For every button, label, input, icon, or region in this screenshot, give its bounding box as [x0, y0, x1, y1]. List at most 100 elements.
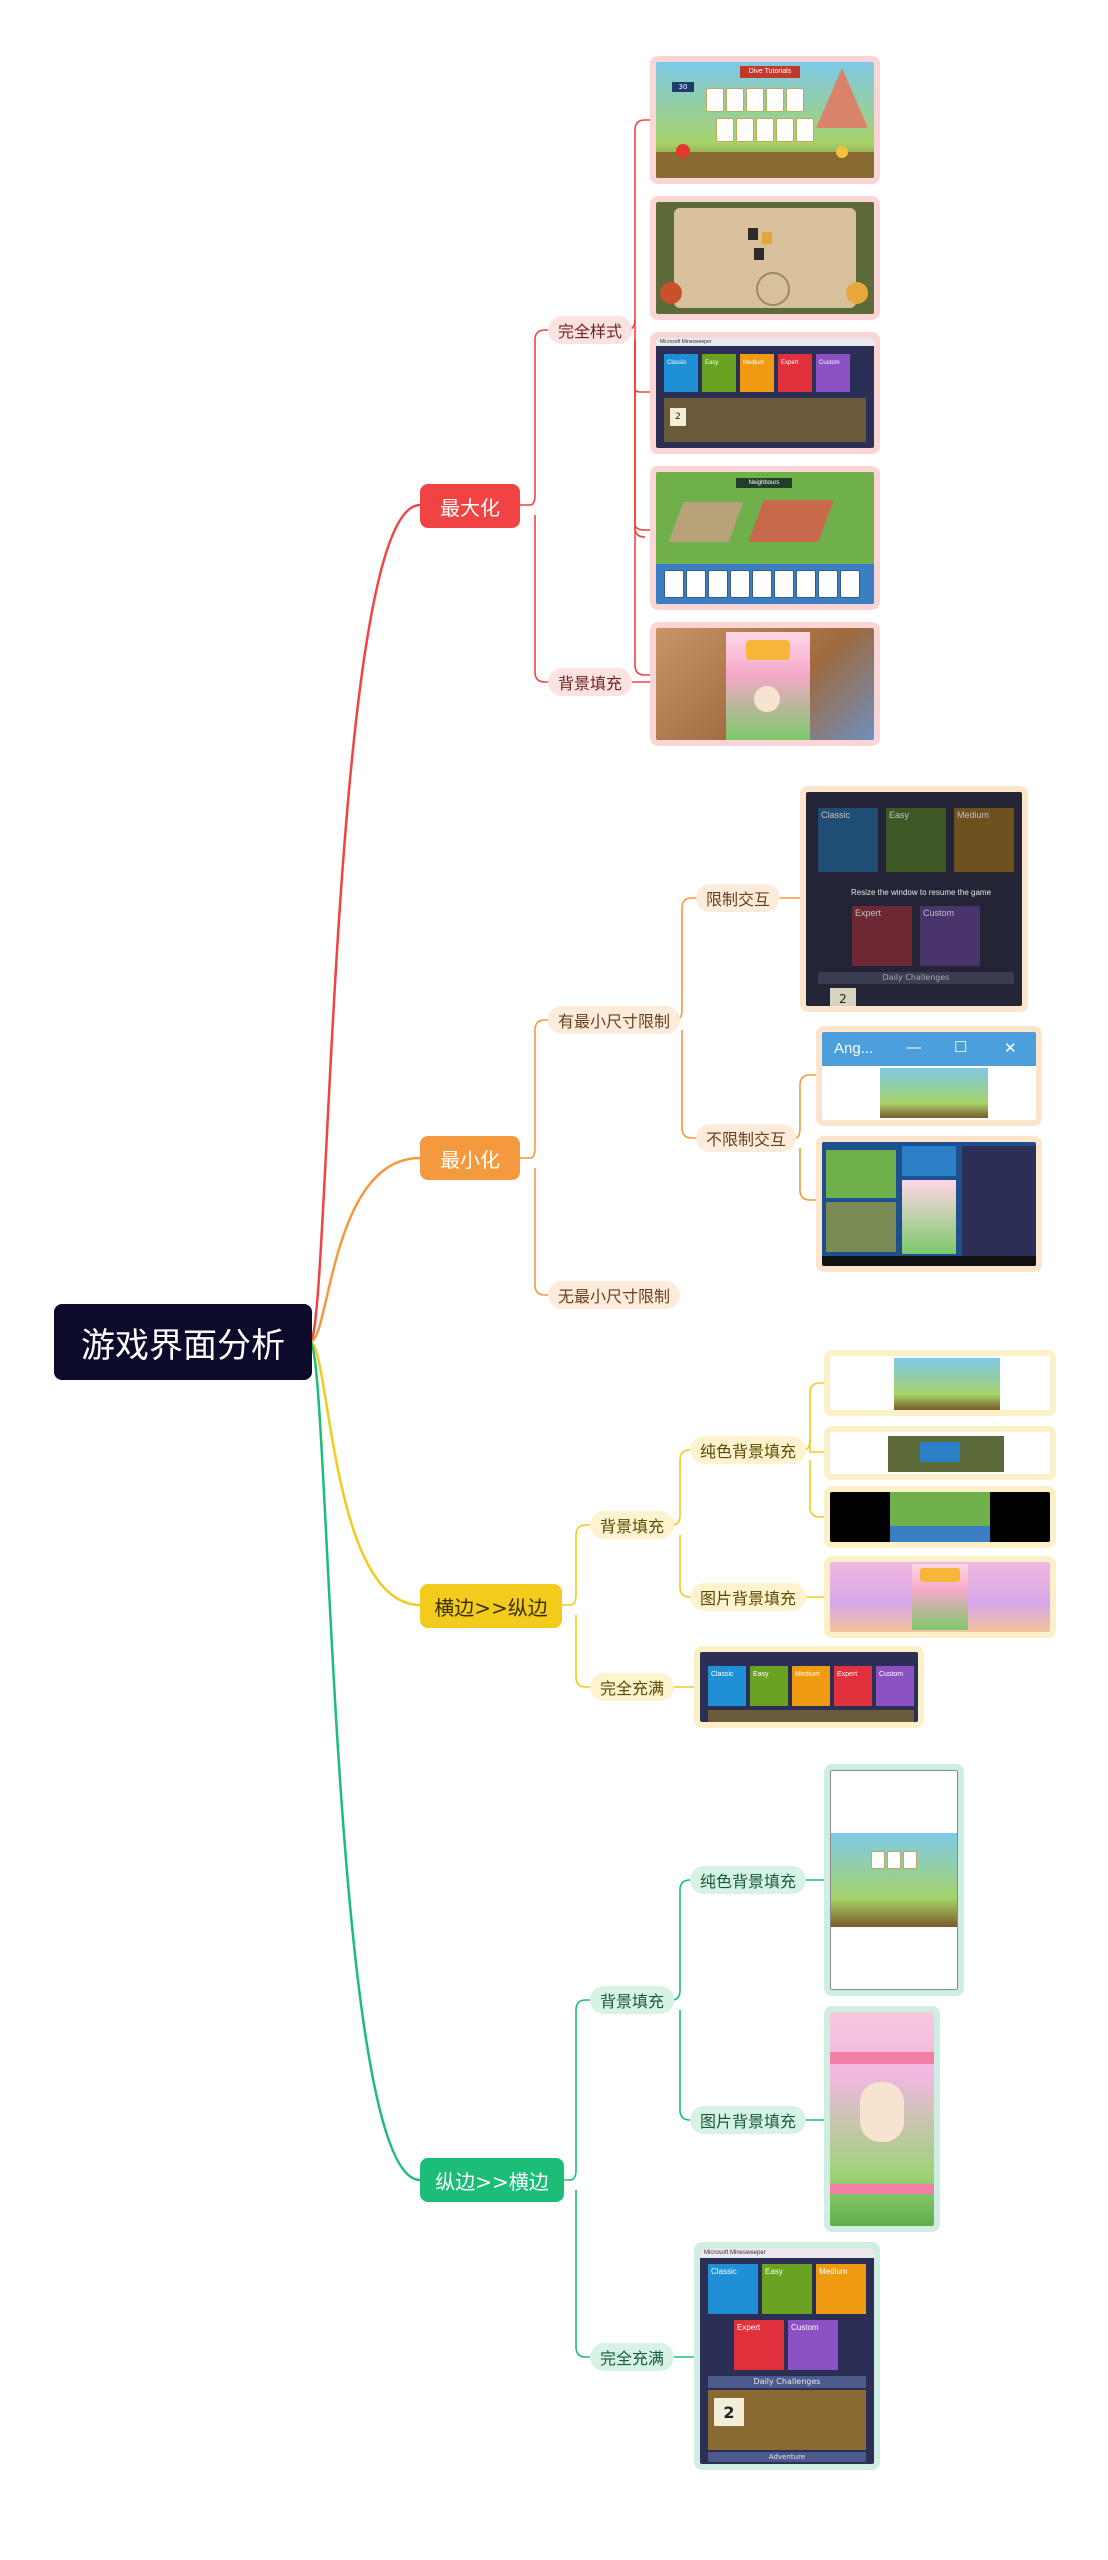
topic-no-limit-interaction-label: 不限制交互	[706, 1130, 787, 1149]
card[interactable]	[706, 88, 724, 112]
screenshot-l2p-solid-white-2[interactable]	[824, 1426, 1056, 1480]
branch-landscape-to-portrait-label: 横边>>纵边	[434, 1595, 548, 1620]
calendar-icon: 2	[830, 988, 856, 1006]
screenshot-l2p-full-fill[interactable]: Classic Easy Medium Expert Custom	[694, 1646, 924, 1728]
screenshot-candy-bg-fill[interactable]	[650, 622, 880, 746]
close-window-button[interactable]: ✕	[1004, 1040, 1017, 1057]
topic-l2p-image-bg-fill[interactable]: 图片背景填充	[690, 1583, 807, 1611]
card[interactable]	[746, 88, 764, 112]
screenshot-township-maximized[interactable]: Neighbours	[650, 466, 880, 610]
screenshot-tabletop-maximized[interactable]	[650, 196, 880, 320]
maximize-window-button[interactable]: ☐	[954, 1039, 968, 1056]
screenshot-p2l-image-bg[interactable]	[824, 2006, 940, 2232]
tile-medium[interactable]: Medium	[792, 1666, 830, 1706]
topic-l2p-full-fill-label: 完全充满	[600, 1679, 665, 1698]
root-topic[interactable]: 游戏界面分析	[54, 1304, 312, 1380]
topic-max-bg-fill[interactable]: 背景填充	[548, 668, 633, 696]
calendar-icon: 2	[714, 2398, 744, 2426]
root-topic-label: 游戏界面分析	[81, 1325, 285, 1366]
tile-expert[interactable]: Expert	[852, 906, 912, 966]
topic-no-min-size-limit[interactable]: 无最小尺寸限制	[548, 1281, 681, 1309]
topic-l2p-bg-fill[interactable]: 背景填充	[590, 1511, 675, 1539]
topic-limit-interaction-label: 限制交互	[706, 890, 771, 909]
tile-custom[interactable]: Custom	[816, 354, 850, 392]
window-title: Microsoft Minesweeper	[656, 338, 874, 346]
branch-maximize[interactable]: 最大化	[420, 484, 520, 528]
resize-message: Resize the window to resume the game	[850, 888, 992, 897]
screenshot-l2p-solid-black[interactable]	[824, 1486, 1056, 1548]
card[interactable]	[756, 118, 774, 142]
minimize-window-button[interactable]: —	[906, 1039, 921, 1056]
topic-l2p-image-bg-fill-label: 图片背景填充	[700, 1589, 797, 1608]
tile-custom[interactable]: Custom	[920, 906, 980, 966]
tile-easy[interactable]: Easy	[750, 1666, 788, 1706]
daily-challenges-bar[interactable]: Daily Challenges	[708, 2376, 866, 2388]
screenshot-l2p-image-bg[interactable]	[824, 1556, 1056, 1638]
topic-p2l-bg-fill[interactable]: 背景填充	[590, 1986, 675, 2014]
topic-no-min-size-limit-label: 无最小尺寸限制	[558, 1287, 671, 1306]
window-title: Microsoft Minesweeper	[700, 2248, 874, 2258]
tile-easy[interactable]: Easy	[762, 2264, 812, 2314]
tile-medium[interactable]: Medium	[954, 808, 1014, 872]
topic-full-style[interactable]: 完全样式	[548, 316, 633, 344]
branch-landscape-to-portrait[interactable]: 横边>>纵边	[420, 1584, 562, 1628]
tile-classic[interactable]: Classic	[708, 2264, 758, 2314]
topic-p2l-solid-bg-fill-label: 纯色背景填充	[700, 1872, 797, 1891]
adventure-bar[interactable]: Adventure	[708, 2452, 866, 2462]
topic-p2l-solid-bg-fill[interactable]: 纯色背景填充	[690, 1866, 807, 1894]
topic-max-bg-fill-label: 背景填充	[558, 674, 623, 693]
level-badge: 30	[672, 82, 694, 92]
topic-p2l-image-bg-fill[interactable]: 图片背景填充	[690, 2106, 807, 2134]
card[interactable]	[776, 118, 794, 142]
daily-challenges-bar: Daily Challenges	[818, 972, 1014, 984]
branch-minimize[interactable]: 最小化	[420, 1136, 520, 1180]
tile-custom[interactable]: Custom	[876, 1666, 914, 1706]
topic-l2p-full-fill[interactable]: 完全充满	[590, 1673, 675, 1701]
tile-classic[interactable]: Classic	[818, 808, 878, 872]
tile-easy[interactable]: Easy	[886, 808, 946, 872]
screenshot-desktop-windows[interactable]	[816, 1136, 1042, 1272]
screenshot-l2p-solid-white[interactable]	[824, 1350, 1056, 1416]
tile-expert[interactable]: Expert	[834, 1666, 872, 1706]
branch-portrait-to-landscape[interactable]: 纵边>>横边	[420, 2158, 564, 2202]
topic-l2p-solid-bg-fill[interactable]: 纯色背景填充	[690, 1436, 807, 1464]
window-titlebar: Ang... — ☐ ✕	[822, 1032, 1036, 1066]
card[interactable]	[736, 118, 754, 142]
topic-p2l-full-fill[interactable]: 完全充满	[590, 2343, 675, 2371]
window-title: Ang...	[834, 1040, 874, 1057]
screenshot-angry-birds-maximized[interactable]: Dive Tutorials 30	[650, 56, 880, 184]
tile-easy[interactable]: Easy	[702, 354, 736, 392]
tile-expert[interactable]: Expert	[734, 2320, 784, 2370]
township-banner: Neighbours	[736, 478, 792, 488]
calendar-icon: 2	[670, 408, 686, 426]
topic-l2p-solid-bg-fill-label: 纯色背景填充	[700, 1442, 797, 1461]
topic-no-limit-interaction[interactable]: 不限制交互	[696, 1124, 797, 1152]
card[interactable]	[726, 88, 744, 112]
topic-min-size-limit-label: 有最小尺寸限制	[558, 1012, 671, 1031]
topic-p2l-bg-fill-label: 背景填充	[600, 1992, 665, 2011]
screenshot-small-window[interactable]: Ang... — ☐ ✕	[816, 1026, 1042, 1126]
topic-min-size-limit[interactable]: 有最小尺寸限制	[548, 1006, 681, 1034]
tile-medium[interactable]: Medium	[816, 2264, 866, 2314]
tile-custom[interactable]: Custom	[788, 2320, 838, 2370]
branch-minimize-label: 最小化	[440, 1147, 500, 1172]
screenshot-minesweeper-limited[interactable]: Classic Easy Medium Resize the window to…	[800, 786, 1028, 1012]
card[interactable]	[786, 88, 804, 112]
topic-full-style-label: 完全样式	[558, 322, 623, 341]
branch-maximize-label: 最大化	[440, 495, 500, 520]
topic-limit-interaction[interactable]: 限制交互	[696, 884, 781, 912]
card[interactable]	[796, 118, 814, 142]
tile-expert[interactable]: Expert	[778, 354, 812, 392]
screenshot-p2l-solid-white[interactable]	[824, 1764, 964, 1996]
banner-ribbon: Dive Tutorials	[740, 66, 800, 78]
card[interactable]	[766, 88, 784, 112]
tile-classic[interactable]: Classic	[664, 354, 698, 392]
tile-classic[interactable]: Classic	[708, 1666, 746, 1706]
card[interactable]	[716, 118, 734, 142]
branch-portrait-to-landscape-label: 纵边>>横边	[435, 2169, 549, 2194]
screenshot-minesweeper-maximized[interactable]: Microsoft Minesweeper Classic Easy Mediu…	[650, 332, 880, 454]
screenshot-p2l-full-fill[interactable]: Microsoft Minesweeper Classic Easy Mediu…	[694, 2242, 880, 2470]
tile-medium[interactable]: Medium	[740, 354, 774, 392]
topic-l2p-bg-fill-label: 背景填充	[600, 1517, 665, 1536]
